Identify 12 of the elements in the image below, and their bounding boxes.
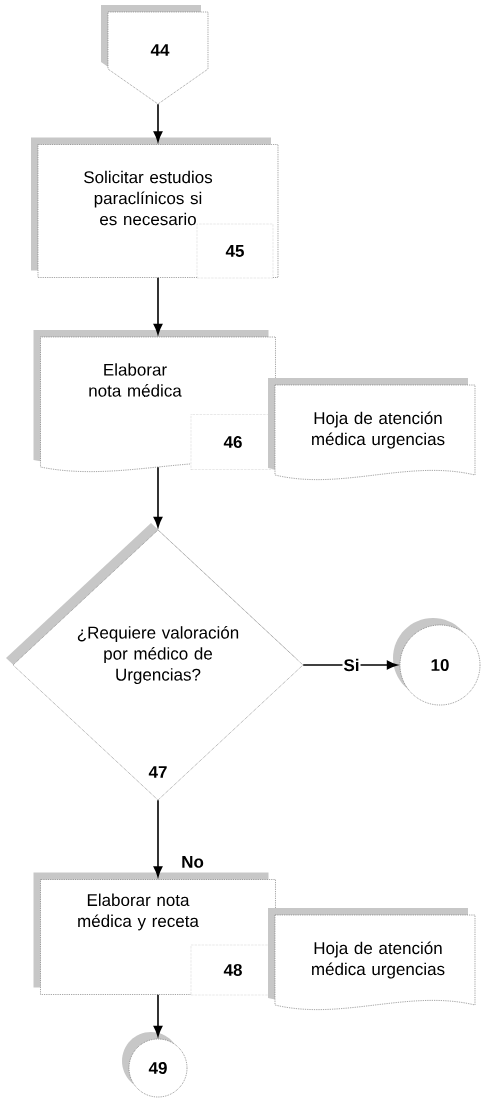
arrow <box>153 466 163 528</box>
arrow <box>302 660 398 670</box>
arrow <box>153 276 163 335</box>
number-box: 45 <box>196 223 274 279</box>
step-number: 47 <box>148 766 167 778</box>
edge-label: No <box>182 855 204 868</box>
number-box: 46 <box>190 414 276 470</box>
edge-label: Si <box>342 657 361 673</box>
arrow <box>153 993 163 1037</box>
arrow <box>153 799 163 877</box>
number-box: 48 <box>190 944 276 996</box>
arrow <box>153 103 163 142</box>
